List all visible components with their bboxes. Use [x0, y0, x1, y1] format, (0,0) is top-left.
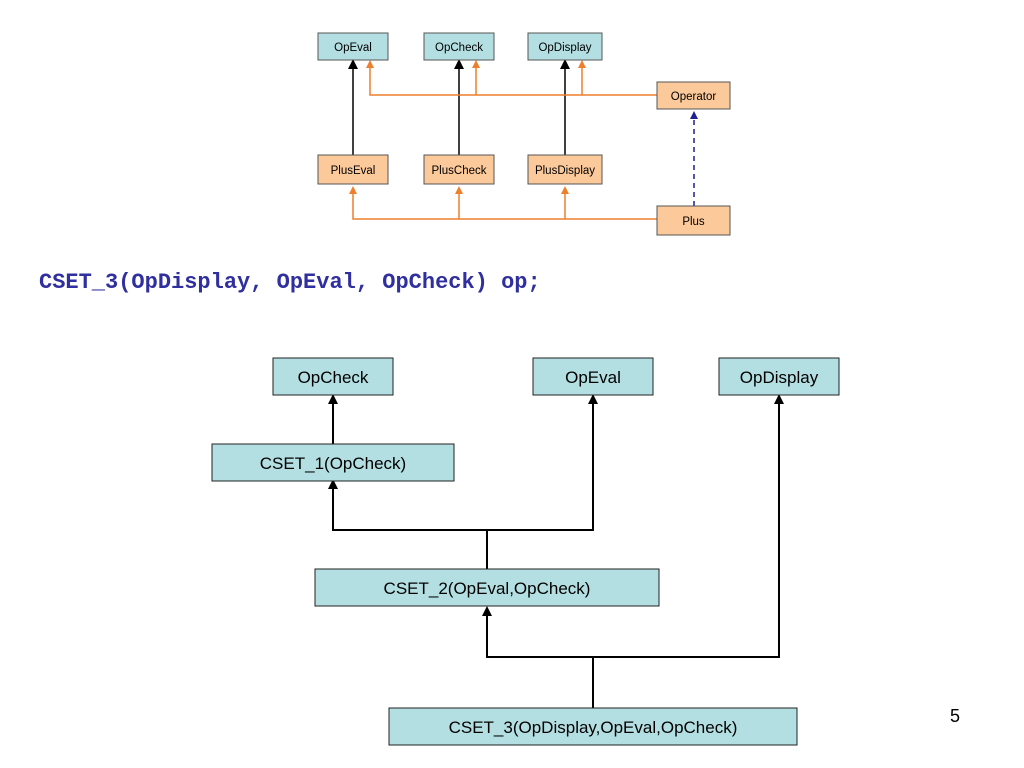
- box-plusdisplay: PlusDisplay: [527, 154, 603, 185]
- box-bottom-opcheck: OpCheck: [272, 357, 394, 396]
- box-pluseval-label: PlusEval: [331, 165, 376, 177]
- orange-connector-plus-pluseval: [349, 186, 657, 220]
- box-opcheck: OpCheck: [423, 32, 495, 61]
- box-cset2: CSET_2(OpEval,OpCheck): [314, 568, 660, 607]
- box-opcheck-label: OpCheck: [435, 42, 483, 54]
- box-cset2-label: CSET_2(OpEval,OpCheck): [384, 579, 591, 598]
- box-bottom-opeval-label: OpEval: [565, 368, 621, 387]
- arrow-cset2-to-cset1: [328, 479, 487, 531]
- code-declaration: CSET_3(OpDisplay, OpEval, OpCheck) op;: [39, 270, 541, 295]
- box-opeval: OpEval: [317, 32, 389, 61]
- box-cset3: CSET_3(OpDisplay,OpEval,OpCheck): [388, 707, 798, 746]
- box-operator: Operator: [656, 81, 731, 110]
- box-plus: Plus: [656, 205, 731, 236]
- box-opdisplay-label: OpDisplay: [538, 42, 591, 54]
- box-cset3-label: CSET_3(OpDisplay,OpEval,OpCheck): [449, 718, 738, 737]
- box-operator-label: Operator: [671, 91, 717, 103]
- box-bottom-opdisplay: OpDisplay: [718, 357, 840, 396]
- box-cset1: CSET_1(OpCheck): [211, 443, 455, 482]
- box-cset1-label: CSET_1(OpCheck): [260, 454, 406, 473]
- box-plus-label: Plus: [682, 216, 705, 228]
- box-pluseval: PlusEval: [317, 154, 389, 185]
- box-opeval-label: OpEval: [334, 42, 372, 54]
- box-bottom-opcheck-label: OpCheck: [298, 368, 369, 387]
- box-bottom-opeval: OpEval: [532, 357, 654, 396]
- box-opdisplay: OpDisplay: [527, 32, 603, 61]
- arrow-cset3-to-opdisplay: [593, 394, 784, 658]
- bottom-diagram: OpCheck OpEval OpDisplay CSET_1(OpCheck)…: [211, 357, 840, 746]
- box-bottom-opdisplay-label: OpDisplay: [740, 368, 819, 387]
- top-diagram: OpEval OpCheck OpDisplay Operator PlusEv…: [317, 32, 731, 236]
- box-plusdisplay-label: PlusDisplay: [535, 165, 595, 177]
- page-number: 5: [950, 706, 961, 726]
- box-pluscheck: PlusCheck: [423, 154, 495, 185]
- arrow-cset3-to-cset2: [482, 606, 593, 658]
- box-pluscheck-label: PlusCheck: [432, 165, 487, 177]
- orange-connector-operator-opeval: [366, 60, 657, 96]
- arrow-cset2-to-opeval: [487, 394, 598, 531]
